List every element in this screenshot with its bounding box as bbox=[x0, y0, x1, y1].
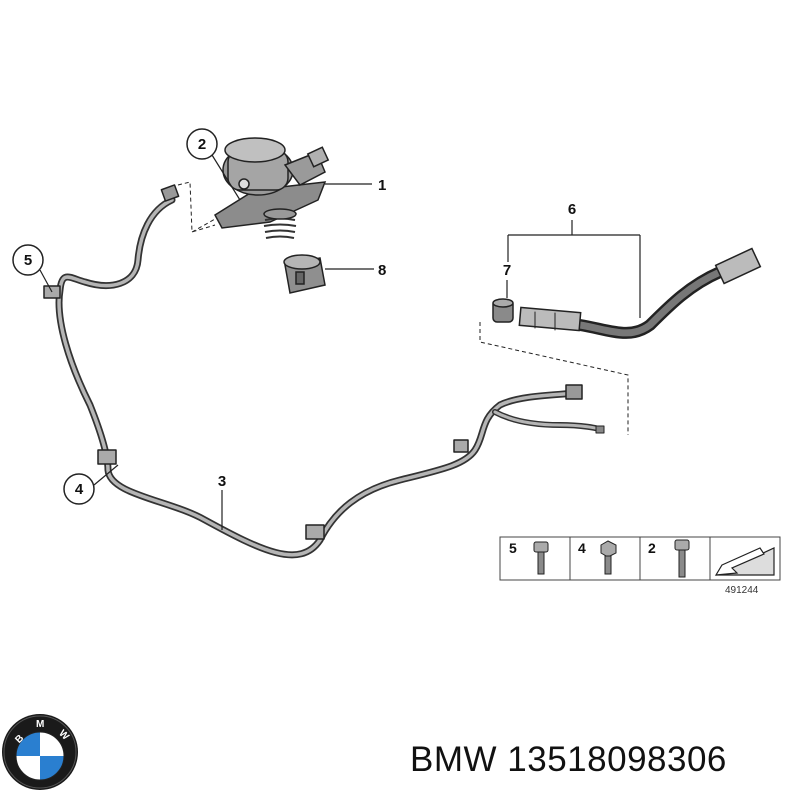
svg-text:M: M bbox=[36, 719, 44, 730]
part-caption: BMW 13518098306 bbox=[410, 740, 727, 780]
callout-2-circle bbox=[186, 128, 218, 160]
hardware-table: 5 4 2 491244 bbox=[499, 536, 781, 596]
callout-5-circle bbox=[12, 244, 44, 276]
callout-4: 4 bbox=[75, 481, 84, 498]
bolt-5-icon bbox=[533, 541, 549, 575]
bolt-2-icon bbox=[674, 539, 690, 578]
callout-3: 3 bbox=[218, 473, 226, 490]
fuel-line-3 bbox=[43, 184, 605, 559]
callout-5: 5 bbox=[24, 252, 32, 269]
reference-arrow-icon bbox=[714, 547, 775, 576]
dashed-box-6-7 bbox=[479, 322, 629, 435]
caption-part-number: 13518098306 bbox=[507, 740, 727, 779]
seal-nut-7 bbox=[492, 298, 514, 323]
hardware-cell-4-label: 4 bbox=[578, 540, 586, 556]
callout-4-circle bbox=[63, 473, 95, 505]
callout-6: 6 bbox=[568, 201, 576, 218]
leader-lines bbox=[39, 154, 641, 530]
hardware-cell-5-label: 5 bbox=[509, 540, 517, 556]
caption-brand: BMW bbox=[410, 740, 498, 779]
hardware-cell-2-label: 2 bbox=[648, 540, 656, 556]
callout-2: 2 bbox=[198, 136, 206, 153]
callout-8: 8 bbox=[378, 262, 386, 279]
fuel-hose-6 bbox=[518, 247, 762, 339]
roller-tappet-8 bbox=[283, 254, 326, 294]
callout-7: 7 bbox=[503, 262, 511, 279]
pump-spring bbox=[263, 217, 297, 239]
bolt-4-icon bbox=[600, 540, 617, 575]
bmw-logo: B M W bbox=[2, 714, 78, 790]
high-pressure-pump-1 bbox=[214, 137, 330, 239]
diagram-code: 491244 bbox=[725, 585, 759, 596]
callout-1: 1 bbox=[378, 177, 386, 194]
